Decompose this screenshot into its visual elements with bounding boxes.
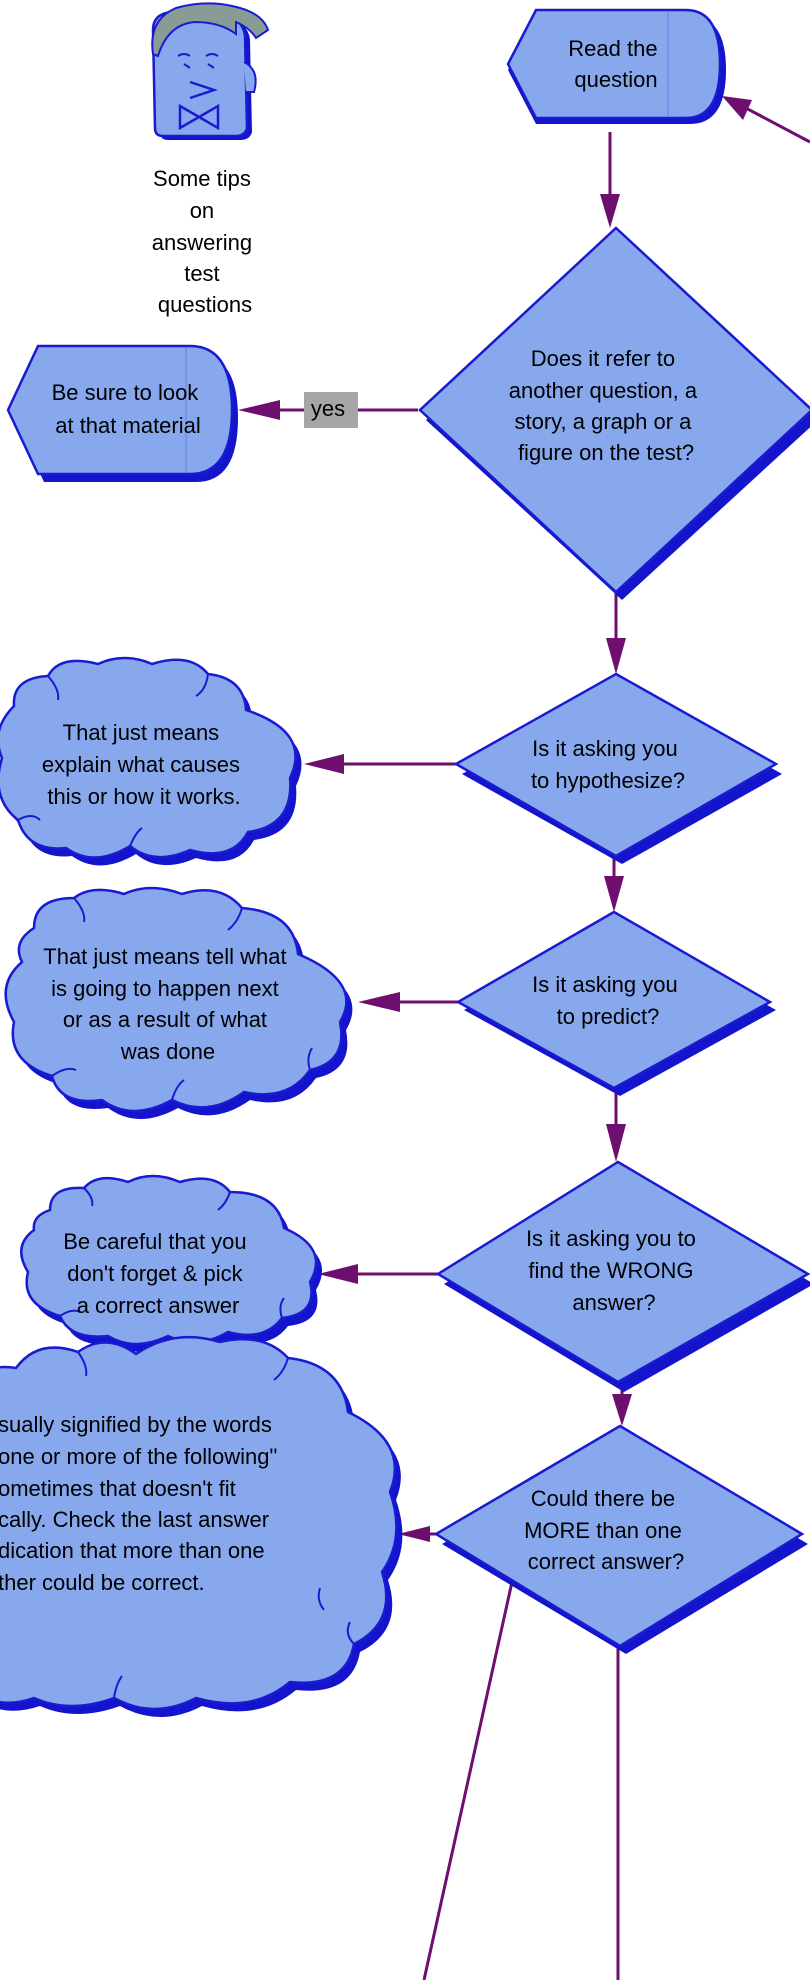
arrowhead-to-predict-note: [358, 992, 400, 1012]
read-question-node: Read the question: [506, 8, 726, 124]
arrowhead-to-wrong-note: [318, 1264, 358, 1284]
svg-text:yes: yes: [311, 396, 345, 421]
svg-text:Does it refer to another: Does it refer to another question, a sto…: [509, 346, 704, 465]
arrowhead-read-to-refers: [600, 194, 620, 228]
connector-more-down-left: [422, 1581, 514, 1980]
svg-text:sually signified by the words: sually signified by the words one or mor…: [0, 1412, 283, 1595]
svg-text:Is it asking you to find: Is it asking you to find the WRONG answe…: [526, 1226, 702, 1315]
hypothesize-note-cloud: That just means explain what causes this…: [0, 656, 302, 866]
refers-other-decision: Does it refer to another question, a sto…: [418, 226, 810, 600]
connector-incoming-return: [741, 104, 810, 144]
predict-note-cloud: That just means tell what is going to ha…: [4, 886, 353, 1119]
arrowhead-to-predict: [604, 876, 624, 912]
svg-text:Be careful that you don': Be careful that you don't forget & pick …: [63, 1229, 253, 1318]
wrong-note-cloud: Be careful that you don't forget & pick …: [20, 1174, 323, 1352]
arrowhead-to-hypothesize: [606, 638, 626, 674]
svg-text:Read the question: Read the question: [568, 36, 663, 92]
hypothesize-decision: Is it asking you to hypothesize?: [453, 672, 782, 864]
more-note-cloud: sually signified by the words one or mor…: [0, 1335, 403, 1717]
arrowhead-to-more-note: [398, 1526, 430, 1542]
yes-edge-label: yes: [304, 392, 358, 428]
svg-text:That just means tell what: That just means tell what is going to ha…: [43, 944, 292, 1064]
look-material-node: Be sure to look at that material: [6, 344, 238, 482]
more-than-one-decision: Could there be MORE than one correct ans…: [433, 1424, 808, 1654]
svg-text:Be sure to look at that: Be sure to look at that material: [52, 380, 205, 438]
arrowhead-incoming-return: [722, 96, 752, 120]
arrowhead-to-more: [612, 1394, 632, 1426]
svg-text:Could there be MORE than: Could there be MORE than one correct ans…: [524, 1486, 688, 1574]
arrowhead-to-hypothesize-note: [304, 754, 344, 774]
mascot-caption: Some tips on answering test questions: [152, 166, 258, 317]
svg-text:Is it asking you to hypo: Is it asking you to hypothesize?: [531, 736, 685, 793]
predict-decision: Is it asking you to predict?: [455, 910, 776, 1096]
svg-text:Is it asking you to pred: Is it asking you to predict?: [532, 972, 684, 1029]
connectors: [238, 96, 810, 1980]
cartoon-face-icon: [151, 2, 270, 140]
arrowhead-to-look: [238, 400, 280, 420]
arrowhead-to-wrong: [606, 1124, 626, 1162]
wrong-answer-decision: Is it asking you to find the WRONG answe…: [435, 1160, 810, 1392]
svg-text:That just means explain: That just means explain what causes this…: [42, 720, 246, 809]
